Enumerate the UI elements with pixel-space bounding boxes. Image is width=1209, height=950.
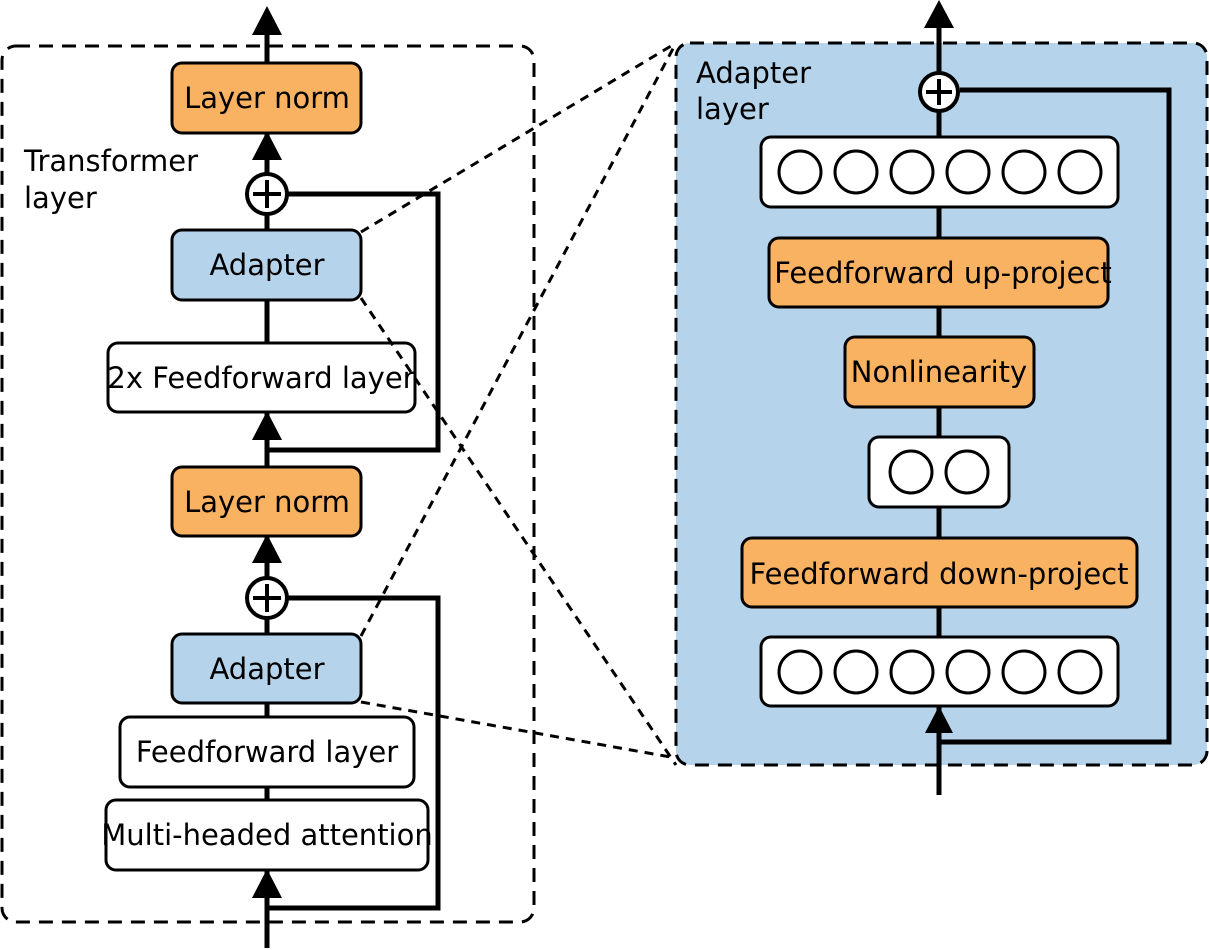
mid-layer-norm-label: Layer norm xyxy=(184,485,350,519)
feedforward-label: Feedforward layer xyxy=(136,735,398,769)
up-project-label: Feedforward up-project xyxy=(774,256,1112,290)
arrowhead-into-ff2x xyxy=(252,411,282,440)
adapter-sum-node xyxy=(918,71,960,113)
zoom-lower-top xyxy=(359,42,678,637)
nonlinearity-label: Nonlinearity xyxy=(851,355,1027,389)
transformer-caption-line1: Transformer xyxy=(23,144,198,178)
adapter-input-arrowhead xyxy=(925,706,953,733)
feedforward-box xyxy=(118,715,416,789)
down-project-box xyxy=(740,536,1139,609)
adapter-top-arrowhead xyxy=(924,0,954,28)
transformer-sum-node-lower xyxy=(245,576,289,620)
top-layer-norm-box xyxy=(170,61,363,135)
transformer-layer-frame xyxy=(0,44,536,924)
adapter-skip-connection xyxy=(939,87,1172,745)
transformer-caption-line2: layer xyxy=(24,181,97,215)
adapter-lower-box xyxy=(170,632,363,705)
attention-box xyxy=(104,798,430,872)
nonlinearity-box xyxy=(843,335,1036,409)
adapter-layer-caption-line1: Adapter xyxy=(696,56,811,90)
attention-label: Multi-headed attention xyxy=(101,818,433,852)
transformer-skip-lower xyxy=(267,595,441,911)
adapter-upper-box xyxy=(170,228,363,302)
zoom-connectors xyxy=(359,41,678,766)
adapter-bottleneck-vector xyxy=(867,435,1011,509)
top-layer-norm-label: Layer norm xyxy=(184,81,350,115)
zoom-lower-bottom xyxy=(360,700,677,760)
arrowhead-into-mid-norm xyxy=(252,534,282,563)
adapter-input-vector xyxy=(759,635,1120,708)
transformer-sum-node-upper xyxy=(245,172,289,216)
transformer-top-arrowhead xyxy=(252,6,282,35)
adapter-output-vector xyxy=(759,135,1120,209)
arrowhead-into-top-norm xyxy=(252,131,282,160)
adapter-lower-label: Adapter xyxy=(209,652,324,686)
arrowhead-into-attention xyxy=(252,869,282,898)
adapter-layer-caption-line2: layer xyxy=(696,92,769,126)
adapter-upper-label: Adapter xyxy=(209,248,324,282)
zoom-upper-bottom xyxy=(359,297,678,766)
down-project-label: Feedforward down-project xyxy=(750,557,1129,591)
mid-layer-norm-box xyxy=(170,465,363,538)
zoom-upper-top xyxy=(360,41,677,234)
up-project-box xyxy=(767,236,1110,309)
transformer-skip-upper xyxy=(267,191,441,453)
feedforward-2x-label: 2x Feedforward layer xyxy=(107,361,414,395)
